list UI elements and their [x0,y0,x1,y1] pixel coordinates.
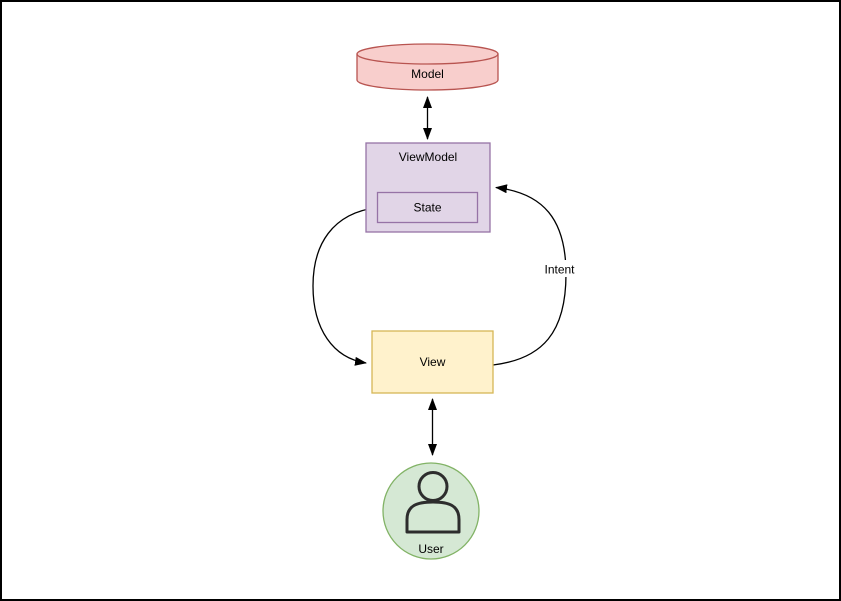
model-label: Model [411,67,444,81]
node-user[interactable]: User [382,462,480,560]
state-label: State [413,201,441,215]
person-icon [405,471,461,534]
viewmodel-label: ViewModel [399,150,457,164]
node-state[interactable]: State [376,191,479,224]
node-model[interactable]: Model [356,43,499,91]
node-view[interactable]: View [371,330,494,394]
edge-state-view[interactable] [312,206,378,366]
user-label: User [418,542,443,556]
view-label: View [420,355,446,369]
intent-label: Intent [544,263,575,277]
edge-label-intent: Intent [536,260,583,277]
edge-view-viewmodel[interactable]: Intent [492,184,583,366]
